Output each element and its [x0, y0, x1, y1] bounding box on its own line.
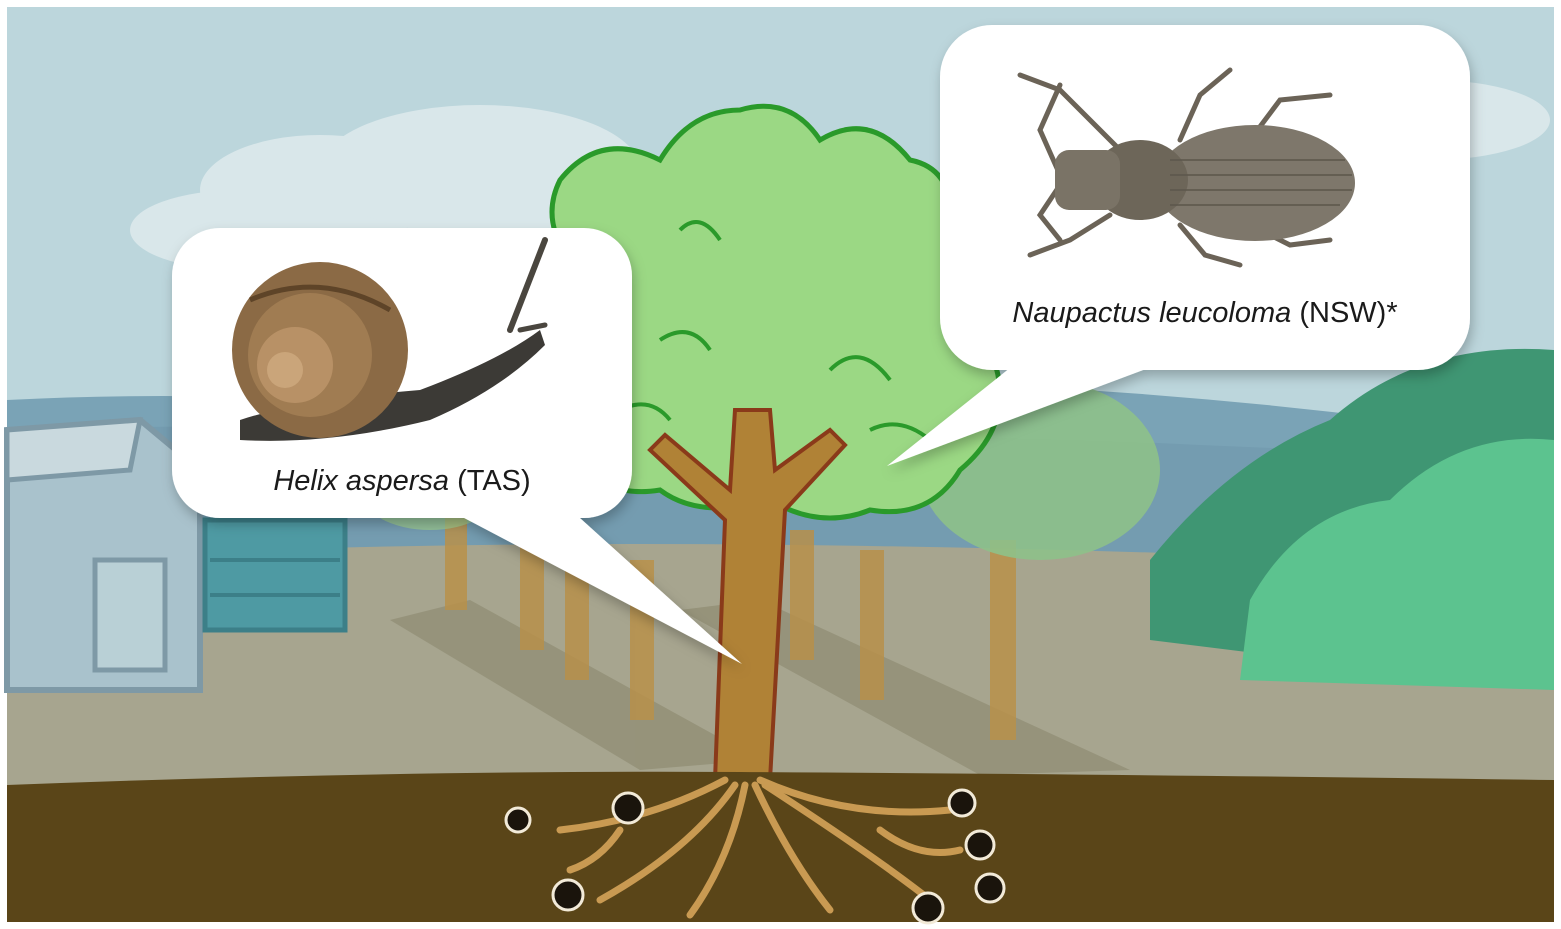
weevil-species-label: Naupactus leucoloma (NSW)*: [940, 297, 1470, 330]
snail-region: (TAS): [457, 465, 531, 497]
snail-species-name: Helix aspersa: [273, 465, 449, 497]
snail-species-label: Helix aspersa (TAS): [172, 465, 632, 498]
weevil-species-name: Naupactus leucoloma: [1012, 297, 1291, 329]
weevil-region: (NSW)*: [1299, 297, 1397, 329]
